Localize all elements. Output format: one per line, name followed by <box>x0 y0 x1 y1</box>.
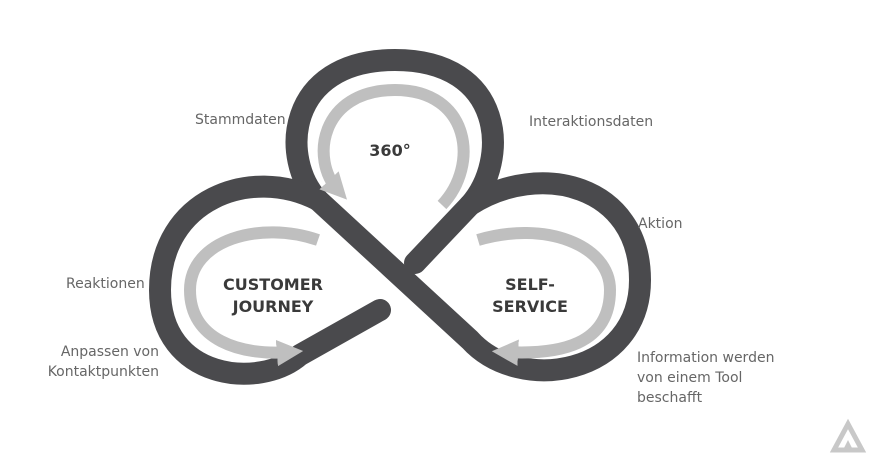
inner-arrows <box>183 83 617 367</box>
center-label-customer-journey: CUSTOMER JOURNEY <box>223 275 323 316</box>
top-inner-arrow <box>317 83 470 210</box>
center-label-360: 360° <box>369 141 411 160</box>
outer-loop-path <box>149 49 651 385</box>
label-reaktionen: Reaktionen <box>66 276 145 292</box>
label-anpassen-von-kontaktpunkten: Anpassen von Kontaktpunkten <box>47 344 159 380</box>
right-inner-arrow <box>476 227 617 366</box>
label-interaktionsdaten: Interaktionsdaten <box>529 114 654 130</box>
center-label-self-service: SELF- SERVICE <box>492 275 568 316</box>
logo-icon <box>829 418 867 453</box>
left-inner-arrow <box>183 226 320 367</box>
label-stammdaten: Stammdaten <box>195 112 286 128</box>
label-aktion: Aktion <box>638 216 683 232</box>
label-information-beschafft: Information werden von einem Tool bescha… <box>637 350 775 406</box>
